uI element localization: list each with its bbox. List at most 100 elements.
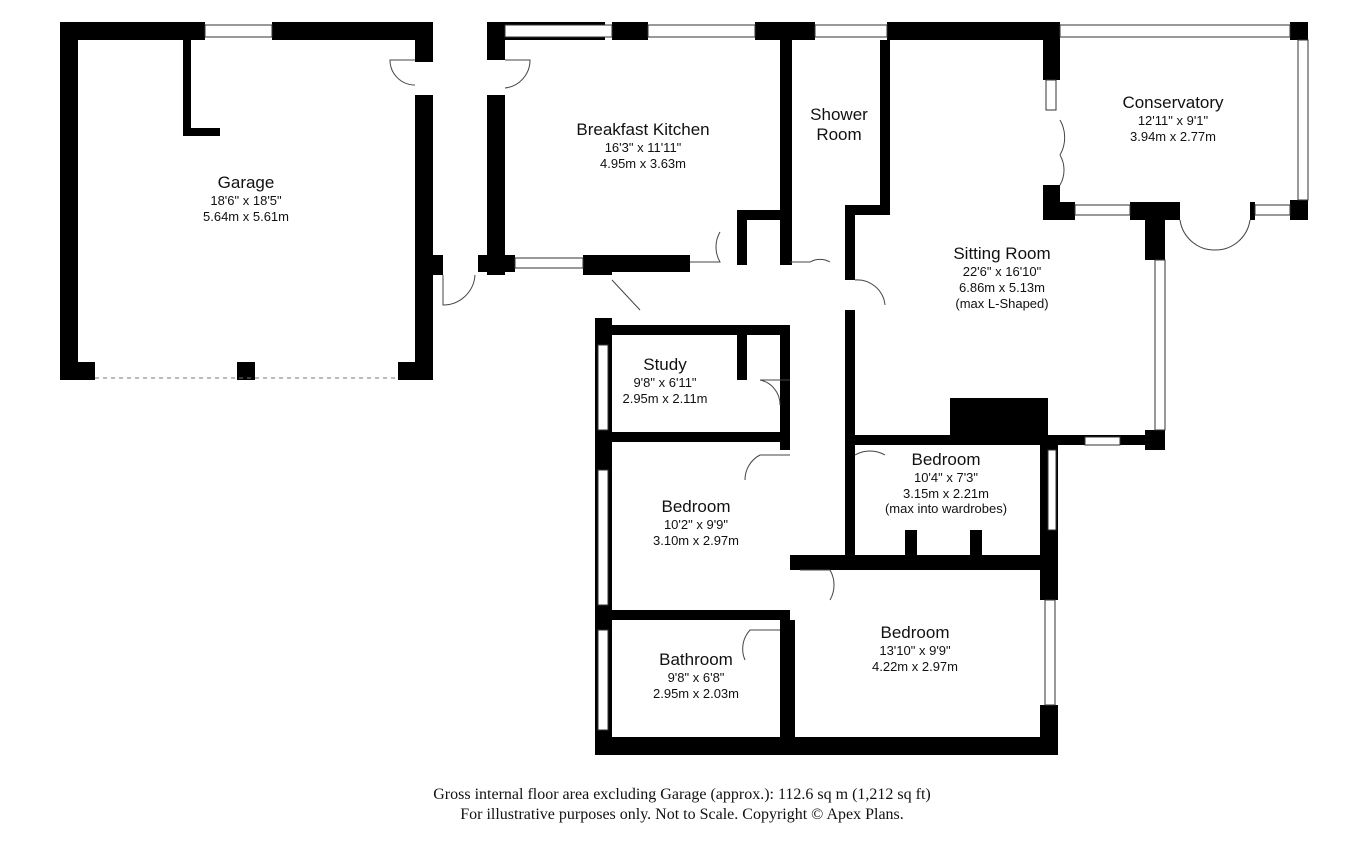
window <box>504 24 613 38</box>
room-imperial: 10'4" x 7'3" <box>913 470 979 486</box>
wall <box>845 445 855 560</box>
room-note: (max L-Shaped) <box>955 295 1049 311</box>
wall <box>845 310 855 445</box>
wall <box>60 22 78 380</box>
room-sitting: Sitting Room 22'6" x 16'10" 6.86m x 5.13… <box>953 244 1050 311</box>
wall <box>880 40 890 215</box>
wall <box>737 335 747 380</box>
window <box>1044 599 1056 706</box>
wall <box>780 40 792 265</box>
wall <box>845 205 890 215</box>
room-bathroom: Bathroom 9'8" x 6'8" 2.95m x 2.03m <box>653 650 739 702</box>
window <box>1154 259 1166 431</box>
door-swing <box>759 379 790 406</box>
door-swing <box>744 454 790 481</box>
wall <box>237 362 255 380</box>
door-swing <box>800 569 835 601</box>
wall <box>595 737 1058 755</box>
room-imperial: 13'10" x 9'9" <box>879 643 951 659</box>
room-name: Bedroom <box>661 497 731 516</box>
wall <box>1290 200 1308 220</box>
wall <box>272 22 433 40</box>
wall <box>415 22 433 62</box>
room-name: Sitting Room <box>953 244 1051 263</box>
room-imperial: 18'6" x 18'5" <box>210 193 282 209</box>
room-shower: Shower Room <box>810 105 868 146</box>
door-swing <box>790 258 831 263</box>
window <box>1254 204 1291 216</box>
room-imperial: 9'8" x 6'8" <box>667 670 725 686</box>
door-swing <box>504 59 531 89</box>
room-imperial: 12'11" x 9'1" <box>1137 113 1209 129</box>
door-swing <box>854 450 886 456</box>
wall <box>1040 705 1058 755</box>
room-imperial: 22'6" x 16'10" <box>962 264 1042 280</box>
room-imperial: 10'2" x 9'9" <box>663 517 729 533</box>
door-swing <box>611 279 641 311</box>
window <box>597 629 609 731</box>
wall <box>612 22 648 40</box>
window <box>1059 24 1291 38</box>
window <box>597 344 609 431</box>
room-garage: Garage 18'6" x 18'5" 5.64m x 5.61m <box>203 173 289 225</box>
room-bedroom-small: Bedroom 10'4" x 7'3" 3.15m x 2.21m (max … <box>885 450 1007 515</box>
room-name: Breakfast Kitchen <box>576 120 710 139</box>
room-imperial: 9'8" x 6'11" <box>633 375 697 391</box>
window <box>1045 79 1057 111</box>
room-metric: 3.15m x 2.21m <box>902 485 989 501</box>
room-name: Shower <box>810 105 868 124</box>
room-name: Conservatory <box>1122 93 1224 112</box>
wall <box>1043 22 1060 80</box>
wall <box>737 210 790 220</box>
copyright-note: For illustrative purposes only. Not to S… <box>460 806 904 823</box>
room-imperial: 16'3" x 11'11" <box>604 140 682 156</box>
wall <box>183 40 191 135</box>
room-metric: 4.22m x 2.97m <box>872 658 958 674</box>
room-name: Room <box>816 125 862 145</box>
door-swing <box>1179 219 1216 251</box>
window <box>597 469 609 606</box>
wall <box>780 255 790 265</box>
wall <box>780 620 795 755</box>
room-name: Bathroom <box>659 650 733 669</box>
room-name: Bedroom <box>880 623 950 642</box>
wall <box>755 22 815 40</box>
room-metric: 2.95m x 2.11m <box>622 390 708 406</box>
door-swing <box>1059 154 1065 186</box>
window <box>204 24 273 38</box>
window <box>1297 39 1309 201</box>
window <box>1047 449 1057 531</box>
wall <box>433 255 443 275</box>
window <box>814 24 888 38</box>
room-metric: 3.94m x 2.77m <box>1129 128 1216 144</box>
room-metric: 2.95m x 2.03m <box>653 685 739 701</box>
room-conservatory: Conservatory 12'11" x 9'1" 3.94m x 2.77m <box>1122 93 1223 145</box>
window <box>647 24 756 38</box>
wall <box>950 398 1048 435</box>
door-swing <box>854 279 886 306</box>
wall <box>487 95 505 275</box>
door-swing <box>1059 119 1066 156</box>
wall <box>790 555 1058 570</box>
window <box>1074 204 1131 216</box>
window <box>1084 436 1121 446</box>
wall <box>1145 430 1165 450</box>
wall <box>905 530 917 555</box>
wall <box>970 530 982 555</box>
door-swing <box>442 274 476 306</box>
window <box>514 257 584 269</box>
room-metric: 4.95m x 3.63m <box>600 155 686 171</box>
room-bedroom-left: Bedroom 10'2" x 9'9" 3.10m x 2.97m <box>653 497 739 549</box>
room-note: (max into wardrobes) <box>884 500 1008 516</box>
room-metric: 6.86m x 5.13m <box>958 279 1045 295</box>
room-metric: 3.10m x 2.97m <box>653 532 739 548</box>
room-name: Garage <box>217 173 275 192</box>
room-bedroom-main: Bedroom 13'10" x 9'9" 4.22m x 2.97m <box>872 623 958 675</box>
room-name: Bedroom <box>911 450 981 469</box>
wall <box>845 435 1160 445</box>
floor-area-note: Gross internal floor area excluding Gara… <box>433 786 931 803</box>
wall <box>737 210 747 265</box>
wall <box>780 325 790 450</box>
